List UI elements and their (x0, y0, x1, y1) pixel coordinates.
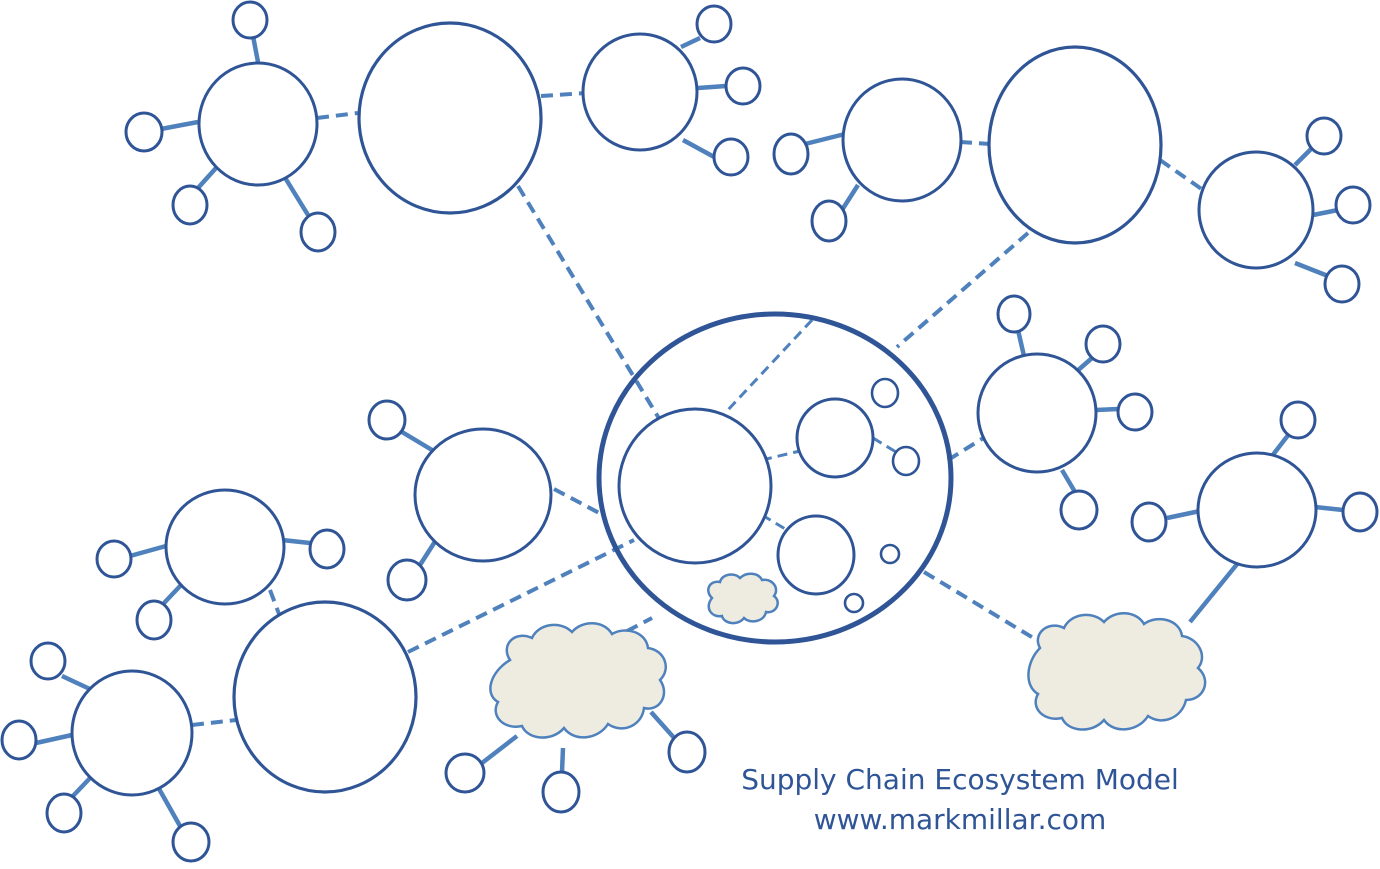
node-bottom-left (70, 669, 194, 797)
dashed-connectors (191, 91, 1205, 727)
hub-lower-node (776, 514, 856, 596)
node-mid-right (976, 352, 1098, 474)
diagram-caption: Supply Chain Ecosystem Model www.markmil… (700, 760, 1220, 840)
node-bottom-left-large (232, 600, 418, 794)
node-center-left (413, 427, 553, 563)
node-top-mid (581, 32, 699, 152)
node-top-right-large (987, 45, 1163, 245)
hub-cloud (707, 572, 779, 625)
medium-nodes (70, 32, 1318, 797)
node-top-center-large (357, 21, 543, 215)
central-hub (596, 311, 954, 645)
cloud-bottom-center (489, 622, 667, 739)
solid-connectors (35, 35, 1344, 828)
node-top-right-left (841, 77, 963, 203)
hub-upper-node (795, 397, 875, 479)
node-top-left (197, 61, 319, 187)
caption-url: www.markmillar.com (813, 803, 1107, 836)
node-left (164, 488, 286, 606)
hub-main-node (617, 407, 773, 565)
node-right-lower (1196, 451, 1318, 569)
clouds (489, 612, 1207, 739)
large-nodes (232, 21, 1163, 794)
caption-title: Supply Chain Ecosystem Model (741, 763, 1179, 796)
node-far-right (1197, 150, 1315, 270)
cloud-bottom-right (1027, 612, 1207, 731)
